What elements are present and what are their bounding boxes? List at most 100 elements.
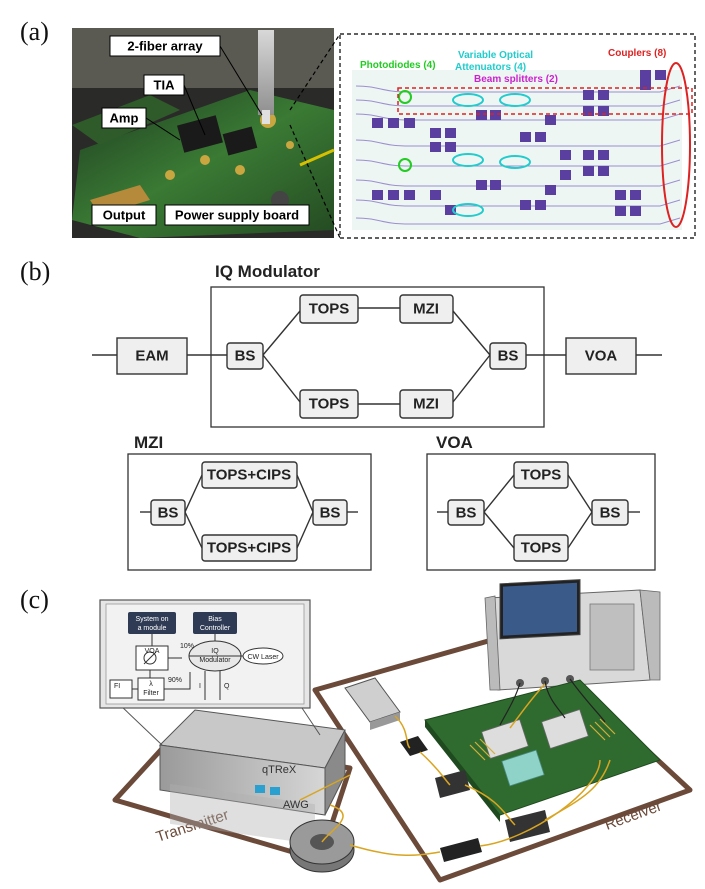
inset-bias-line2: Controller [200, 625, 231, 632]
transmitter-frame [112, 737, 353, 863]
chip-pad [598, 166, 609, 176]
chip-pad [560, 150, 571, 160]
svg-text:BS: BS [600, 505, 621, 522]
iq-bs-left: BS [226, 342, 264, 370]
inset-som-line2: a module [138, 625, 167, 632]
chip-voa-ring [499, 155, 531, 169]
chip-pad [404, 118, 415, 128]
svg-text:BS: BS [158, 505, 179, 522]
box-brand: qTReX [262, 764, 297, 776]
inset-bias-line1: Bias [208, 616, 222, 623]
svg-text:TOPS: TOPS [521, 540, 562, 557]
svg-text:BS: BS [456, 505, 477, 522]
iq-mzi-top: MZI [399, 294, 454, 324]
chip-pad [372, 190, 383, 200]
inset-pct90: 90% [168, 677, 182, 684]
chip-pad [476, 180, 487, 190]
chip-photodiode-ring [398, 90, 412, 104]
fiber-clamp-1 [435, 770, 470, 798]
chip-photodiode-ring [398, 158, 412, 172]
receiver-pcb [424, 679, 661, 822]
chip-pad [583, 166, 594, 176]
chip-pad [615, 206, 626, 216]
receiver-frame [312, 629, 693, 883]
label-2-fiber-array: 2-fiber array [109, 35, 221, 57]
chip-waveguide [355, 217, 681, 225]
chip-voa-ring [452, 93, 484, 107]
svg-text:Power supply board: Power supply board [175, 208, 299, 223]
svg-text:TOPS+CIPS: TOPS+CIPS [207, 540, 291, 557]
svg-text:EAM: EAM [135, 348, 168, 365]
chip-waveguide [355, 179, 681, 187]
chip-pad [640, 70, 651, 80]
inset-line-right [299, 704, 321, 736]
panel-letter-a: (a) [20, 17, 49, 46]
svg-text:TOPS+CIPS: TOPS+CIPS [207, 467, 291, 484]
chip-pad [545, 185, 556, 195]
inset-pct10: 10% [180, 643, 194, 650]
inset-lambda: λ [149, 681, 153, 688]
inset-i: I [199, 683, 201, 690]
chip-pad [430, 142, 441, 152]
inset-voa: VOA [145, 648, 160, 655]
chip-pad [598, 106, 609, 116]
chip-pad [560, 170, 571, 180]
transmitter-inset [99, 599, 311, 709]
mzi-bs-left: BS [150, 499, 186, 526]
chip-voa-ring [452, 153, 484, 167]
pointer-fiber [219, 45, 263, 116]
iq-tops-top: TOPS [299, 294, 359, 324]
pointer-amp [145, 117, 181, 141]
chip-pad [598, 90, 609, 100]
chip-pad [583, 90, 594, 100]
chip-pad [445, 205, 456, 215]
chip-waveguide [355, 99, 681, 107]
mzi-tops-cips-bottom: TOPS+CIPS [201, 534, 298, 562]
box-awg: AWG [283, 799, 309, 811]
iq-modulator-title: IQ Modulator [215, 262, 320, 281]
iq-bs-right: BS [489, 342, 527, 370]
svg-text:MZI: MZI [413, 301, 439, 318]
mzi-tops-cips-top: TOPS+CIPS [201, 461, 298, 489]
svg-text:Amp: Amp [110, 111, 139, 126]
svg-text:2-fiber array: 2-fiber array [127, 39, 203, 54]
chip-pad [615, 190, 626, 200]
svg-text:BS: BS [235, 348, 256, 365]
voa-detail-title: VOA [436, 433, 473, 452]
panel-letter-c: (c) [20, 585, 49, 614]
inset-q: Q [224, 683, 230, 690]
label-photodiodes: Photodiodes (4) [360, 60, 436, 71]
voa-bs-right: BS [591, 499, 629, 526]
svg-text:BS: BS [498, 348, 519, 365]
inset-som-line1: System on [135, 616, 168, 623]
svg-text:TOPS: TOPS [521, 467, 562, 484]
chip-voa-ring [499, 93, 531, 107]
chip-pad [640, 80, 651, 90]
mzi-detail-title: MZI [134, 433, 163, 452]
inset-iq-line1: IQ [211, 648, 219, 655]
pointer-tia [183, 84, 206, 136]
inset-cw-laser: CW Laser [247, 654, 279, 661]
chip-pad [490, 110, 501, 120]
mzi-detail-frame [127, 453, 372, 571]
svg-text:BS: BS [320, 505, 341, 522]
inset-iq-line2: Modulator [199, 657, 231, 664]
chip-pad [372, 118, 383, 128]
iq-modulator-frame [210, 286, 545, 428]
transmitter-box [158, 709, 346, 845]
fiber-device-1 [400, 736, 428, 756]
chip-pad [598, 150, 609, 160]
laser-module [344, 677, 401, 730]
chip-waveguide [355, 85, 681, 93]
inset-line-left [119, 704, 163, 746]
chip-pad [535, 132, 546, 142]
label-output: Output [91, 204, 157, 226]
chip-pad [655, 70, 666, 80]
voa-bs-left: BS [447, 499, 485, 526]
iq-mzi-bottom: MZI [399, 389, 454, 419]
optical-fibers [299, 683, 611, 856]
label-tia: TIA [143, 74, 185, 96]
svg-text:MZI: MZI [413, 396, 439, 413]
voa-block: VOA [565, 337, 637, 375]
